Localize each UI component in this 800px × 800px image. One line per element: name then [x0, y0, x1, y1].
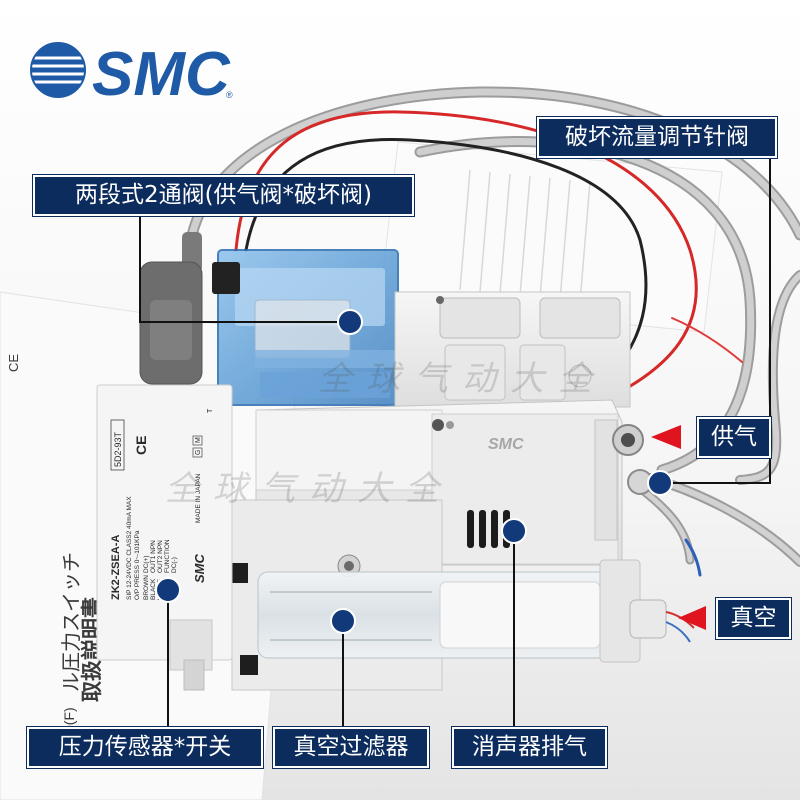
sensor-spec: SIP 12-24VDC CLASS2 40mA MAX [126, 496, 133, 600]
wire-row: BLACKOUT1 NPN [150, 540, 157, 600]
label-pressure-sensor: 压力传感器*开关 [27, 727, 263, 768]
smc-globe-logo-icon [30, 42, 86, 98]
label-vacuum: 真空 [716, 598, 791, 639]
manual-title-fragment: ル圧力スイッチ [60, 552, 83, 692]
sensor-pressure-range: O/P PRESS 0~-101KPa [134, 530, 141, 600]
watermark-text: 全球气动大全 [318, 360, 606, 398]
callout-line-needle-valve [660, 159, 771, 484]
sensor-brand: SMC [192, 554, 207, 584]
vacuum-arrow-left-icon [678, 606, 706, 630]
sensor-mark-g: G [195, 450, 202, 455]
callout-dot-icon [155, 577, 181, 603]
watermark: 全球气动大全 全球气动大全 [165, 360, 606, 508]
callout-lines [139, 159, 771, 727]
callout-dot-icon [501, 518, 527, 544]
wire-row: BROWNDC(+) [143, 555, 150, 600]
callout-dot-icon [337, 309, 363, 335]
label-supply: 供气 [697, 417, 771, 458]
label-two-stage-valve: 两段式2通阀(供气阀*破坏阀) [33, 175, 414, 216]
pressure-sensor-block [96, 384, 233, 691]
instruction-sheet-left-text: ル圧力スイッチ 取扱説明書 ZSE10(F) CE [6, 354, 104, 768]
supply-arrow-left-icon [651, 425, 681, 449]
smc-logo-text: SMC [92, 40, 231, 109]
sensor-ce-mark: CE [133, 436, 149, 455]
needle-valve-block [394, 291, 631, 408]
sensor-mark-t: T [207, 408, 214, 413]
lot-box [110, 419, 125, 471]
label-silencer-exhaust: 消声器排气 [452, 727, 607, 768]
manifold-brand: SMC [488, 436, 524, 453]
label-vacuum-filter: 真空过滤器 [273, 727, 429, 768]
callout-dots [155, 309, 673, 634]
manual-ce-mark: CE [6, 354, 21, 372]
watermark-text: 全球气动大全 [165, 470, 453, 508]
sensor-mark-m: M [195, 437, 202, 443]
callout-dot-icon [330, 608, 356, 634]
made-in-text: MADE IN JAPAN [195, 473, 202, 523]
callout-line-two-stage-valve [139, 216, 350, 323]
smc-logo: SMC ® [30, 40, 233, 109]
instruction-sheet-text-lines [459, 169, 591, 303]
sensor-lot: 5D2-93T [113, 431, 123, 467]
vacuum-filter-assembly [231, 499, 641, 691]
label-needle-valve: 破坏流量调节针阀 [537, 117, 777, 158]
supply-fitting [612, 424, 653, 495]
registered-mark: ® [226, 90, 233, 100]
sensor-model: ZK2-ZSEA-A [110, 535, 122, 600]
callout-dot-icon [647, 470, 673, 496]
